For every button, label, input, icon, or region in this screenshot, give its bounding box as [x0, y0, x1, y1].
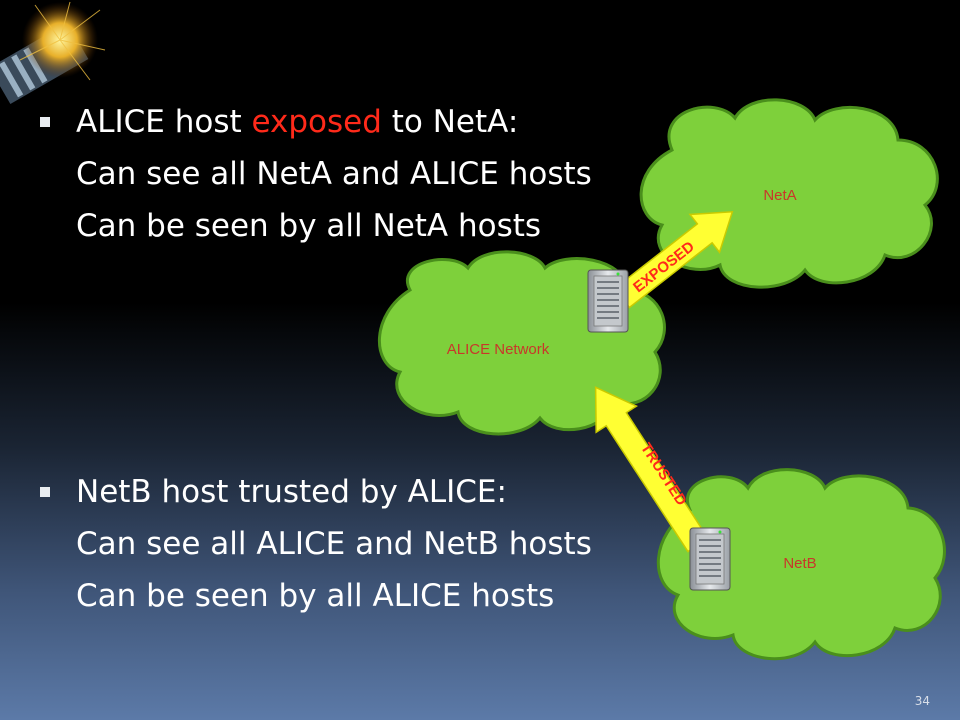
exposed-highlight: exposed — [251, 104, 382, 140]
cloud-neta-label: NetA — [763, 187, 796, 204]
cloud-netb: NetB — [656, 468, 946, 661]
page-number: 34 — [914, 694, 930, 708]
server-icon — [689, 527, 731, 591]
bullet-text: Can see all ALICE and NetB hosts — [76, 526, 592, 562]
square-bullet-icon — [40, 487, 50, 497]
server-icon — [587, 269, 629, 333]
cloud-netb-label: NetB — [783, 555, 816, 572]
heading-exposed: ALICE host exposed to NetA: — [76, 104, 519, 140]
particle-collision-graphic — [0, 1, 106, 105]
heading-trusted: NetB host trusted by ALICE: — [76, 474, 507, 510]
bullet-text: Can see all NetA and ALICE hosts — [76, 156, 592, 192]
bullet-text: Can be seen by all ALICE hosts — [76, 578, 555, 614]
square-bullet-icon — [40, 117, 50, 127]
cloud-alice-label: ALICE Network — [447, 341, 550, 358]
bullet-text: Can be seen by all NetA hosts — [76, 208, 542, 244]
